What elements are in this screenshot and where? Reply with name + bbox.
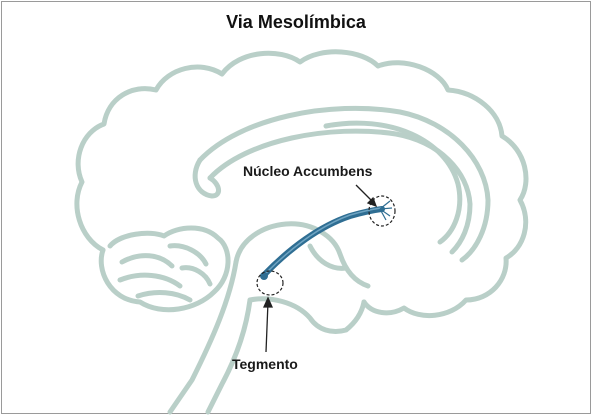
cerebellum-outline [98,225,231,313]
pons-outline [247,296,367,334]
brainstem-left [167,259,239,415]
nucleus-accumbens-label: Núcleo Accumbens [243,163,373,179]
cerebellum-folia [117,243,213,303]
ventral-tegmental-origin [260,272,268,280]
diagram-title: Via Mesolímbica [226,12,366,32]
tegmentum-label: Tegmento [232,356,298,372]
tegmentum-circle [256,270,284,296]
cortex-outline [74,49,529,319]
thalamus-outline [233,221,371,289]
mesolimbic-pathway-highlight [265,207,382,274]
mesolimbic-pathway [261,206,385,278]
fornix-outline [323,120,463,245]
tegmentum-arrow [265,301,269,353]
nucleus-accumbens-circle [368,195,396,227]
corpus-callosum-lower [207,128,473,255]
annotation-arrows [262,184,378,353]
nucleus-accumbens-arrowhead-icon [366,196,378,208]
tegmentum-arrowhead-icon [262,296,274,308]
brain-outline [74,49,529,415]
accumbens-terminals [379,200,393,221]
hypothalamus-outline [307,243,349,271]
corpus-callosum-upper [197,105,491,263]
brainstem-right [205,297,253,415]
corpus-callosum-genu [192,157,221,199]
